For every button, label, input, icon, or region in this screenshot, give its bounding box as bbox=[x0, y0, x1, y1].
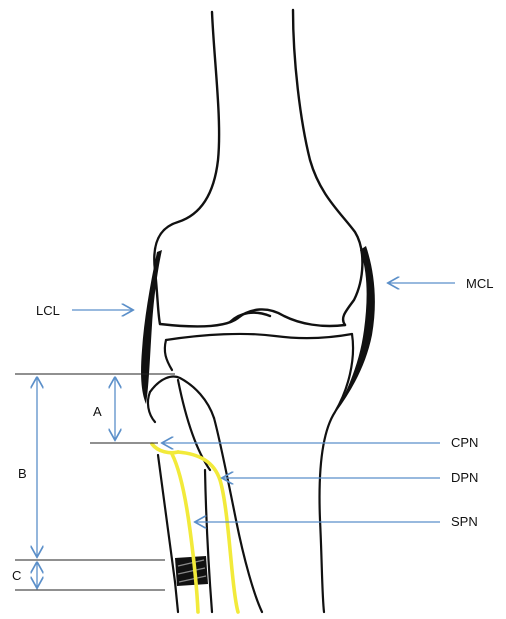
label-spn: SPN bbox=[451, 514, 478, 529]
measurement-arrows bbox=[37, 378, 115, 587]
hatched-marker bbox=[175, 556, 208, 586]
label-dpn: DPN bbox=[451, 470, 478, 485]
label-mcl: MCL bbox=[466, 276, 493, 291]
label-a: A bbox=[93, 404, 102, 419]
medial-collateral-ligament bbox=[336, 246, 375, 412]
label-cpn: CPN bbox=[451, 435, 478, 450]
femur-outline bbox=[154, 10, 362, 326]
label-c: C bbox=[12, 568, 21, 583]
label-b: B bbox=[18, 466, 27, 481]
lateral-collateral-ligament bbox=[141, 250, 162, 404]
common-peroneal-nerve bbox=[152, 444, 178, 453]
pointer-arrows bbox=[72, 283, 455, 522]
label-lcl: LCL bbox=[36, 303, 60, 318]
